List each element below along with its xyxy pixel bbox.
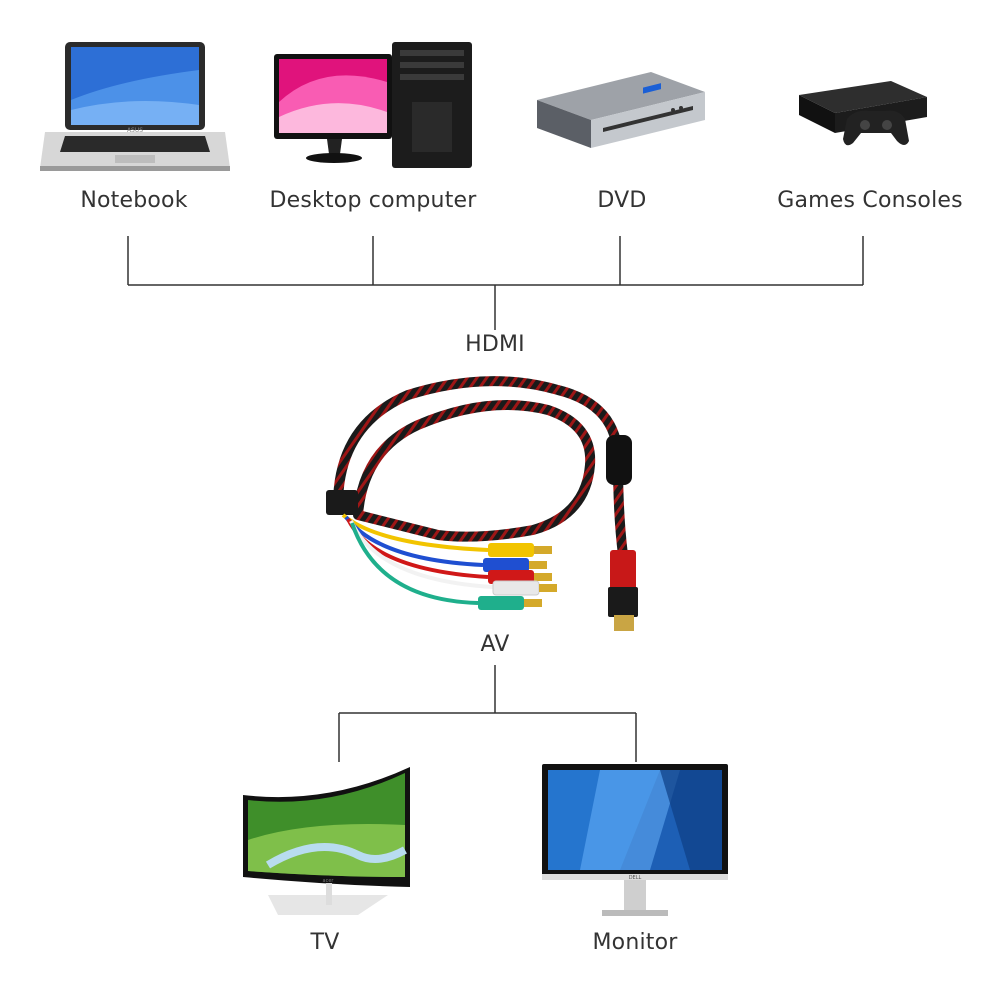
games-consoles-label: Games Consoles	[777, 188, 963, 213]
notebook-image: ASUS	[40, 40, 230, 175]
hdmi-label: HDMI	[465, 332, 525, 357]
desktop-computer-image	[272, 42, 477, 172]
tv-brand: acer	[323, 878, 335, 884]
notebook-label: Notebook	[80, 188, 188, 213]
dvd-player-image	[533, 70, 708, 155]
tv-label: TV	[310, 930, 340, 955]
monitor-brand: DELL	[629, 875, 642, 881]
desktop-computer-label: Desktop computer	[269, 188, 477, 213]
tv-image: acer	[238, 765, 418, 925]
av-label: AV	[480, 632, 510, 657]
monitor-label: Monitor	[592, 930, 678, 955]
dvd-label: DVD	[597, 188, 647, 213]
notebook-brand: ASUS	[127, 127, 143, 134]
games-console-image	[795, 75, 935, 155]
monitor-image: DELL	[540, 762, 730, 922]
hdmi-to-av-cable-image	[318, 365, 678, 640]
